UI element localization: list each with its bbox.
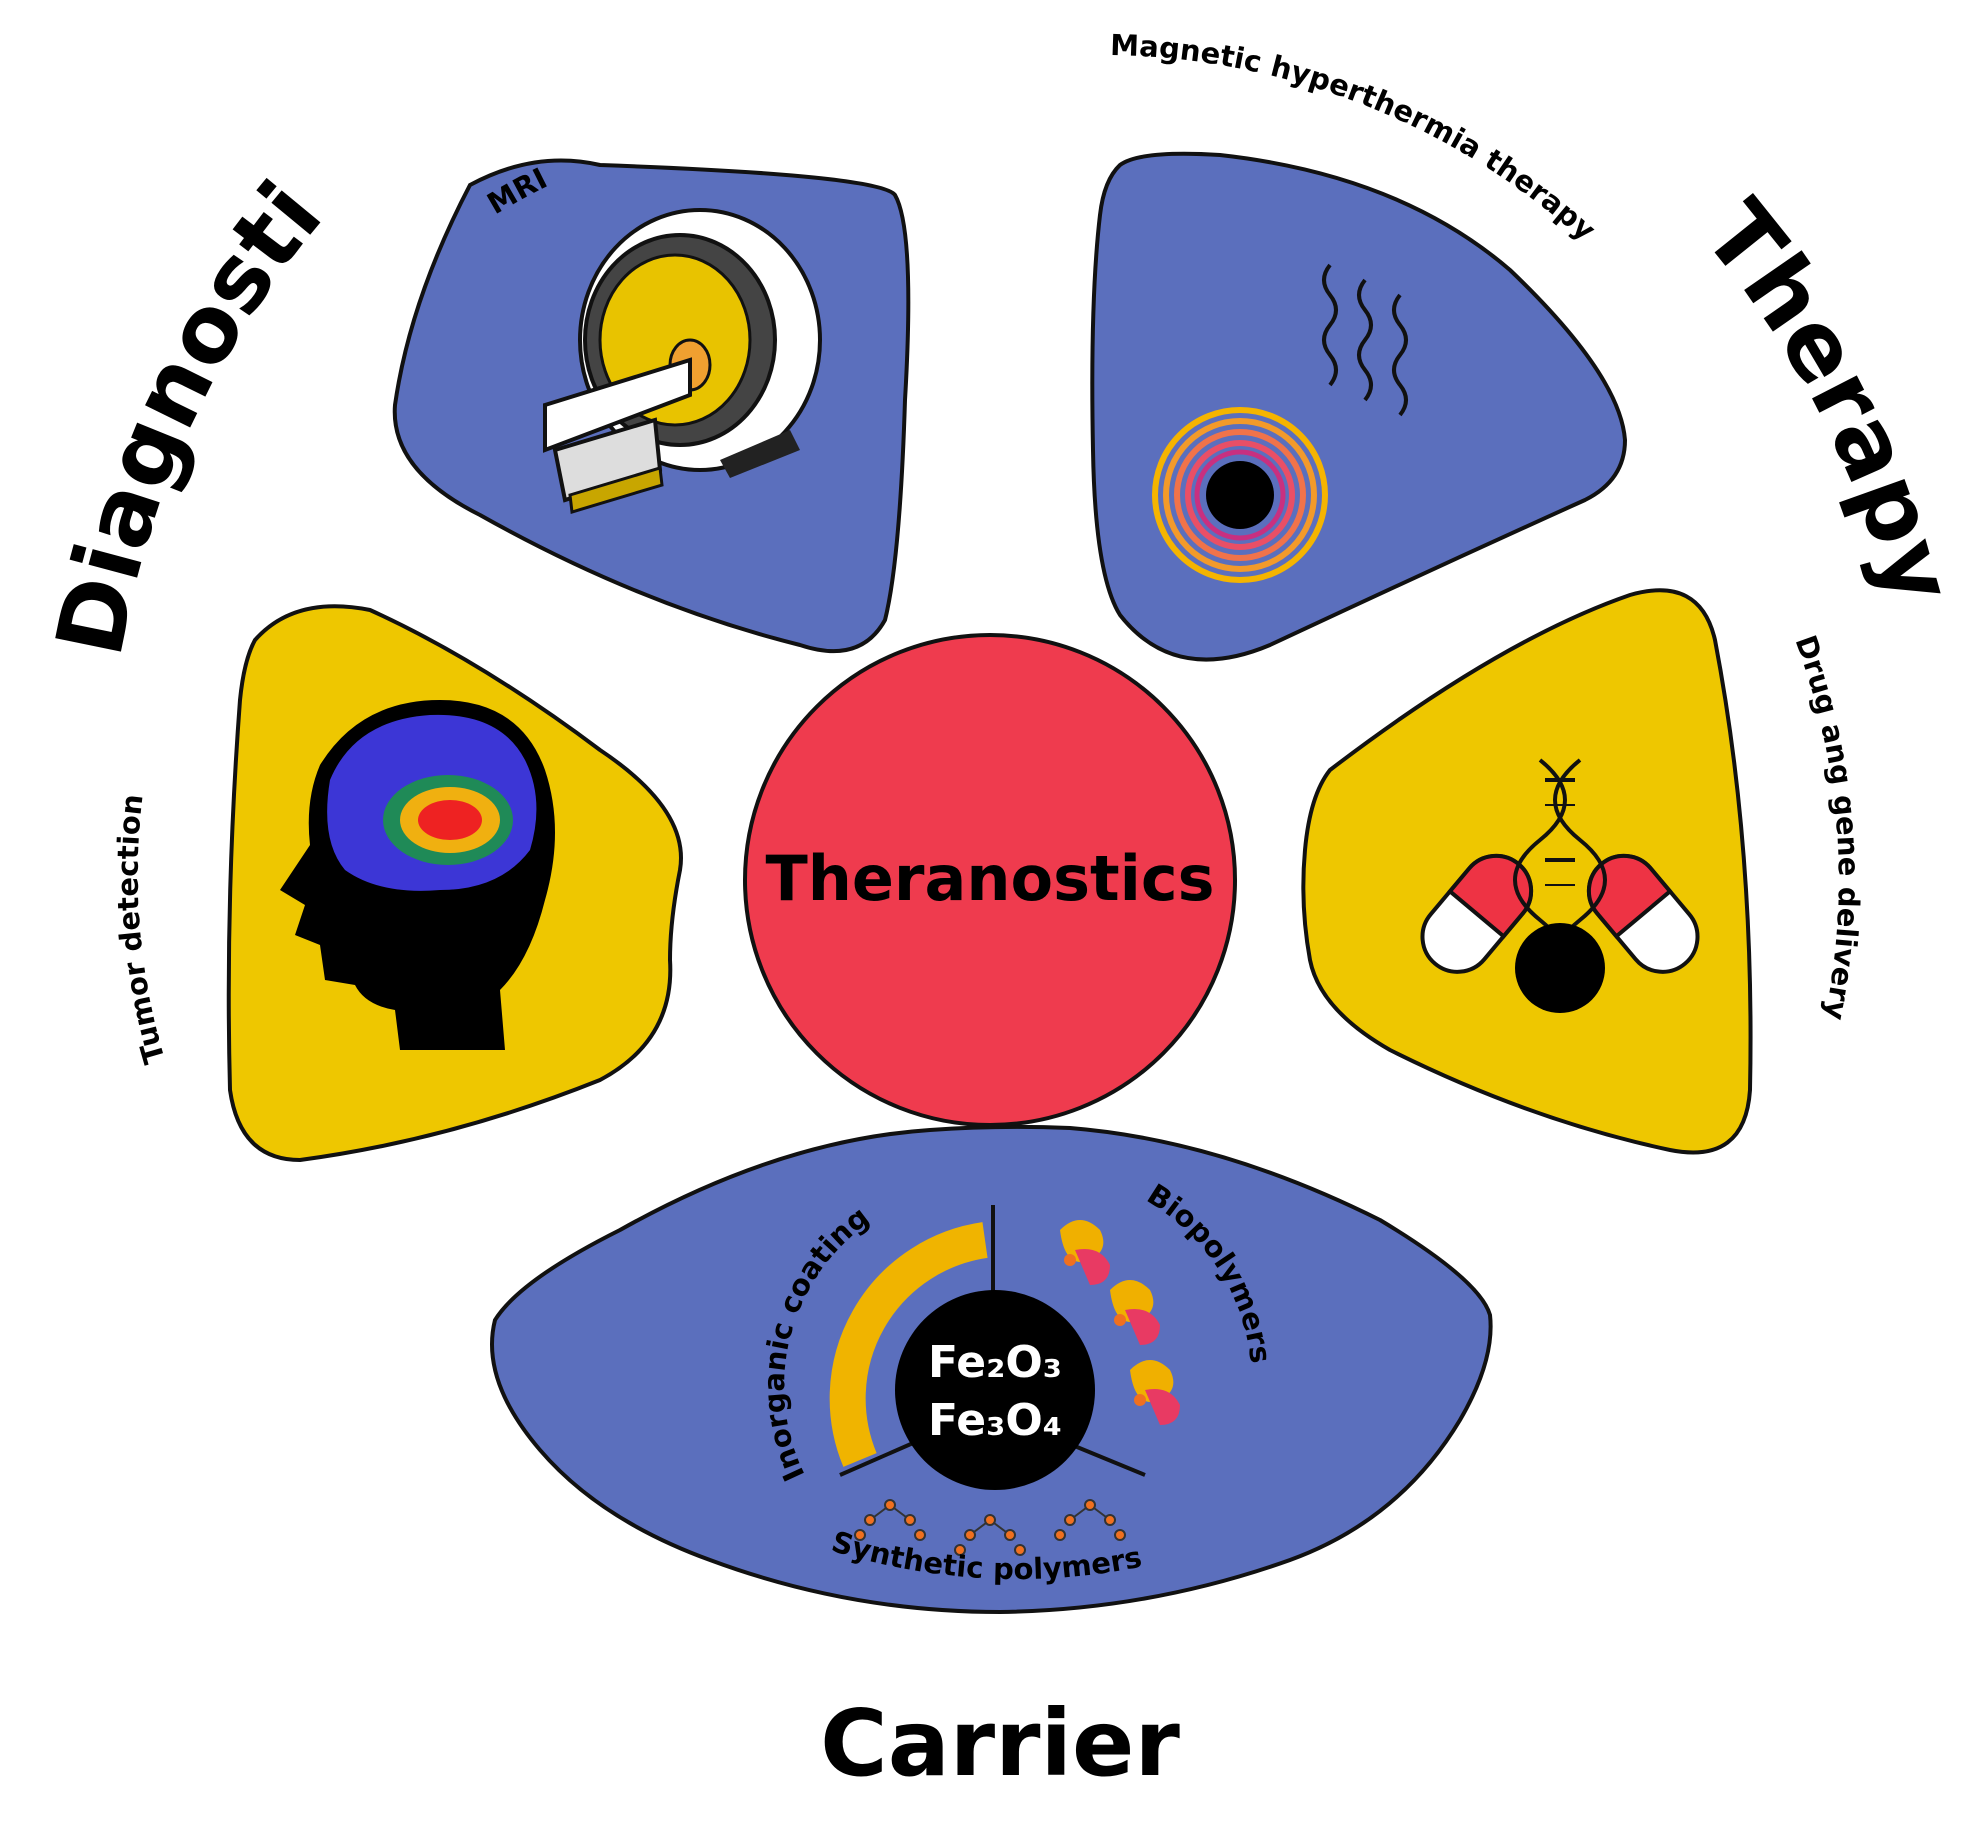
- drug-nanoparticle-icon: [1515, 923, 1605, 1013]
- therapy-arc-title: Therapy: [1683, 181, 1974, 614]
- diagnostics-title-path: Diagnostics: [0, 0, 342, 664]
- drug-label-arc: Drug ang gene delivery: [1788, 631, 1865, 1023]
- carrier-title: Carrier: [820, 1690, 1180, 1797]
- pill-left-icon: [1420, 853, 1534, 974]
- iron-oxide-core-icon: [895, 1290, 1095, 1490]
- mri-scanner-icon: [543, 208, 822, 514]
- drug-panel: Drug ang gene delivery: [1301, 588, 1866, 1155]
- tumor-label: Tumor detection: [111, 792, 172, 1067]
- biopolymer-icon: [1060, 1220, 1180, 1425]
- center-label: Theranostics: [765, 842, 1214, 915]
- therapy-title-path: Therapy: [1683, 181, 1974, 614]
- center-hub: Theranostics: [743, 633, 1237, 1127]
- drug-label: Drug ang gene delivery: [1788, 631, 1865, 1023]
- pill-right-icon: [1586, 853, 1700, 974]
- brain-head-icon: [280, 700, 555, 1050]
- carrier-panel: Fe₂O₃ Fe₃O₄: [490, 1124, 1493, 1615]
- tumor-label-arc: Tumor detection: [111, 792, 172, 1067]
- diagnostics-arc-title: Diagnostics: [0, 0, 342, 664]
- core-formula-2: Fe₃O₄: [928, 1395, 1062, 1446]
- tumor-panel: Tumor detection: [111, 604, 683, 1163]
- inorganic-coating-icon: [829, 1222, 988, 1467]
- hyperthermia-panel: Magnetic hyperthermia therapy: [1090, 28, 1628, 662]
- heated-nanoparticle-icon: [1152, 407, 1328, 583]
- mri-panel: MRI: [392, 158, 911, 654]
- heat-waves-icon: [1322, 263, 1408, 417]
- synthetic-polymer-icon: [854, 1499, 1126, 1556]
- core-formula-1: Fe₂O₃: [928, 1337, 1062, 1388]
